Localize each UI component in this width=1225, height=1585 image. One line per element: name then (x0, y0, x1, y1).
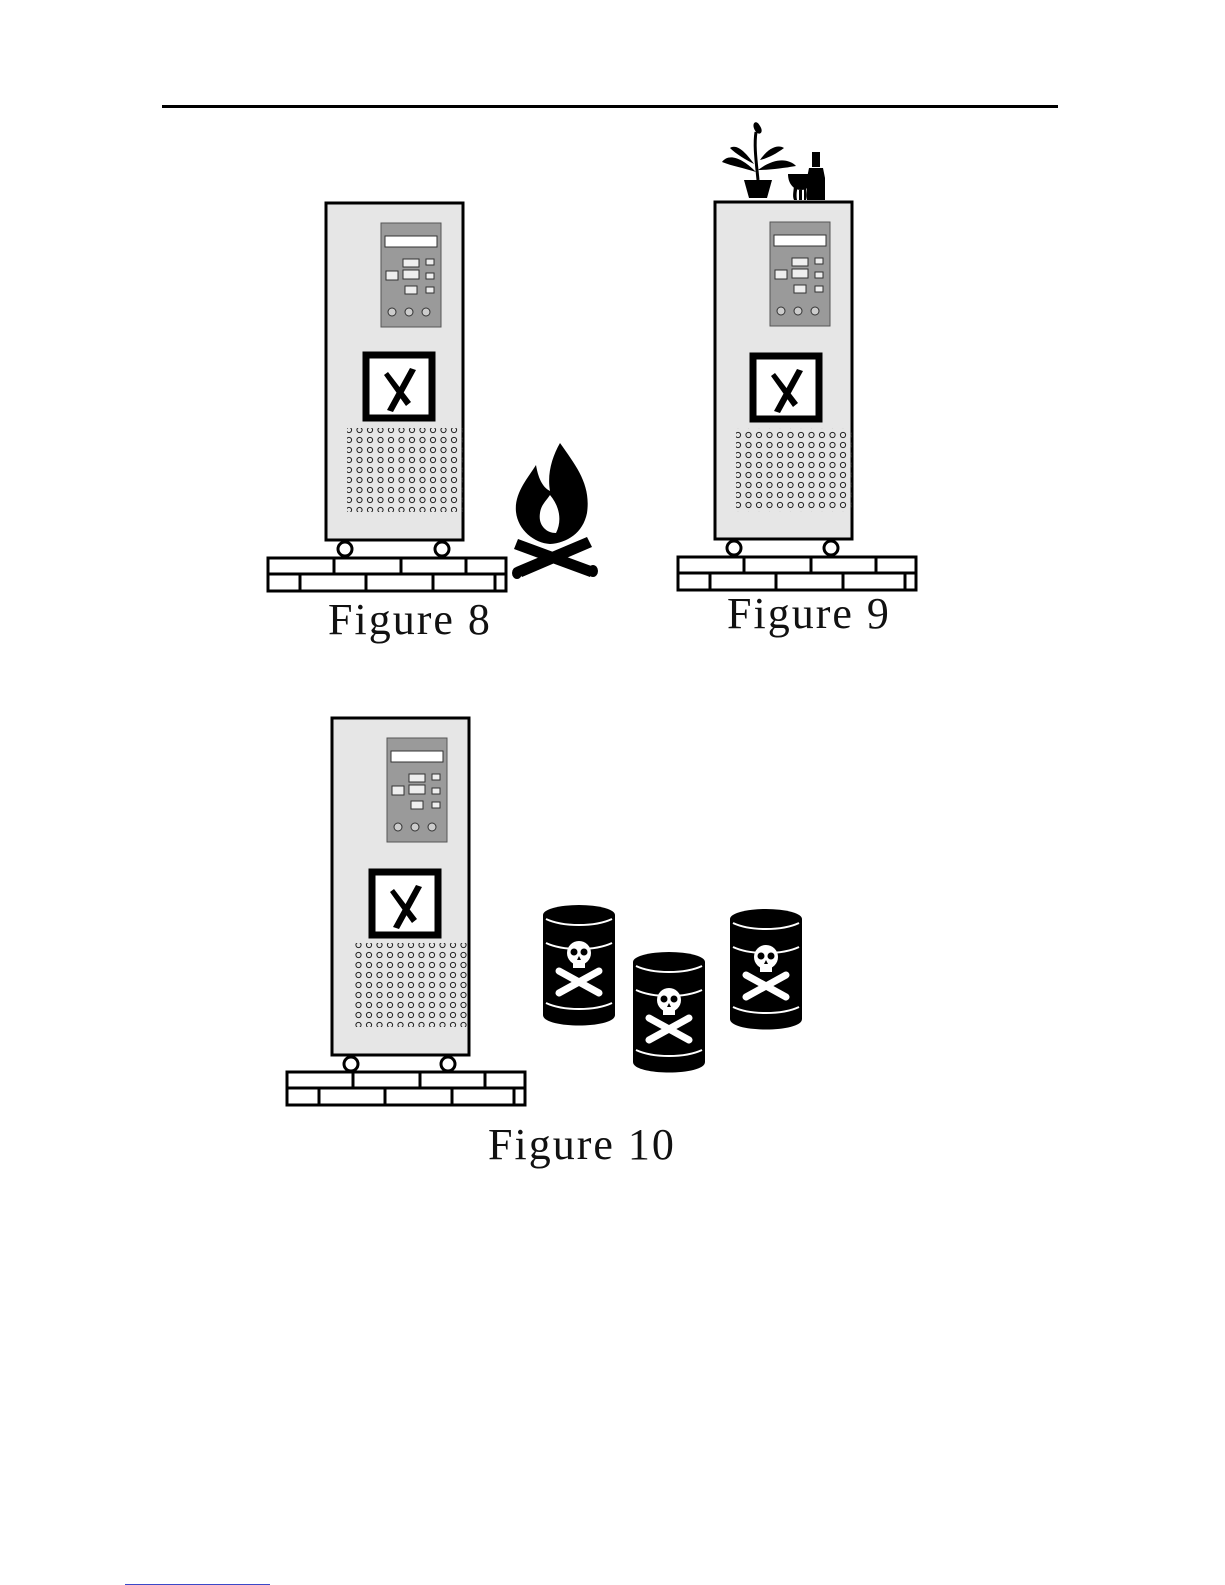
no-symbol-icon (753, 356, 819, 419)
ups-cabinet (332, 718, 469, 1071)
no-symbol-icon (366, 355, 432, 418)
caster-wheel-icon (338, 542, 449, 556)
figure-9-illustration (670, 120, 930, 595)
toxic-barrels-icon (543, 905, 802, 1073)
control-panel (381, 223, 441, 327)
potted-plant-icon (722, 122, 796, 198)
brick-base (287, 1072, 525, 1105)
toxic-barrel-icon (543, 905, 615, 1026)
ups-cabinet (715, 202, 852, 555)
caster-wheel-icon (727, 541, 838, 555)
caster-wheel-icon (344, 1057, 455, 1071)
brick-base (678, 557, 916, 590)
vent-grille (736, 428, 852, 512)
figure-10-caption: Figure 10 (488, 1123, 676, 1167)
fire-icon (512, 443, 598, 579)
vent-grille (347, 428, 463, 512)
control-panel (770, 222, 830, 326)
vent-grille (353, 943, 469, 1027)
header-rule (162, 105, 1058, 108)
figure-8-caption: Figure 8 (328, 598, 492, 642)
figure-8-illustration (260, 195, 620, 595)
no-symbol-icon (372, 872, 438, 935)
wine-bottle-icon (788, 152, 825, 200)
ups-cabinet (326, 203, 463, 556)
brick-base (268, 558, 506, 591)
figure-10-illustration (280, 710, 820, 1110)
toxic-barrel-icon (730, 909, 802, 1030)
toxic-barrel-icon (633, 952, 705, 1073)
figure-9-caption: Figure 9 (727, 592, 891, 636)
control-panel (387, 738, 447, 842)
